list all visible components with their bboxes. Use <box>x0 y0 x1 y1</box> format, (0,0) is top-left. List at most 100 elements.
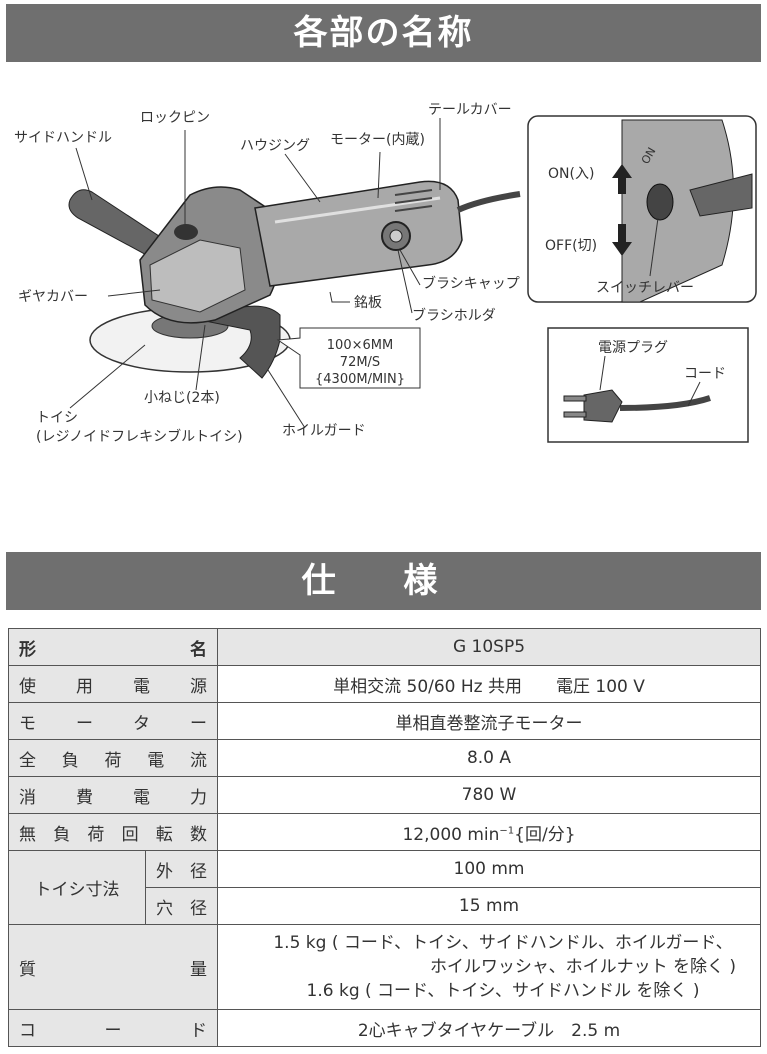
spec-label-char: ー <box>104 1020 122 1041</box>
spec-label-char: 負 <box>53 824 71 845</box>
spec-label-char: 無 <box>19 824 36 845</box>
spec-label-char: 数 <box>189 824 207 845</box>
spec-label-char: ー <box>76 713 93 734</box>
switch-inset-cord <box>689 173 753 217</box>
wheel-spec-line1: 100×6MM <box>327 338 393 353</box>
spec-value: 780 W <box>217 776 761 814</box>
down-arrow-icon <box>612 224 632 256</box>
spec-label: 形名 <box>8 628 218 666</box>
spec-label-char: 径 <box>190 898 207 919</box>
label-cord: コード <box>684 366 726 382</box>
spec-label-char: 荷 <box>104 750 122 771</box>
spec-row-model: 形名 G 10SP5 <box>8 628 761 666</box>
housing-stripe <box>274 196 441 224</box>
spec-row-wheel-outer: トイシ寸法 外径 100 mm <box>8 850 761 925</box>
label-gear-cover: ギヤカバー <box>18 289 88 305</box>
spec-label-char: 形 <box>19 639 36 660</box>
spec-label-char: 量 <box>190 959 207 980</box>
lock-pin-shape <box>174 224 198 240</box>
spec-label: モーター <box>8 702 218 740</box>
label-wheel-line2: (レジノイドフレキシブルトイシ) <box>36 428 243 445</box>
spec-value: 単相交流 50/60 Hz 共用 電圧 100 V <box>217 665 761 703</box>
spec-label-char: 力 <box>190 787 207 808</box>
cord-shape <box>456 191 521 213</box>
spec-label-char: 名 <box>190 639 207 660</box>
spec-label-char: 電 <box>133 787 150 808</box>
label-motor: モーター(内蔵) <box>330 132 425 148</box>
label-power-plug: 電源プラグ <box>598 340 668 356</box>
spec-row-power: 使用電源 単相交流 50/60 Hz 共用 電圧 100 V <box>8 665 761 703</box>
spec-label-char: 流 <box>190 750 207 771</box>
label-wheel-guard: ホイルガード <box>282 423 366 439</box>
spec-label-char: 負 <box>61 750 79 771</box>
wheel-spec-box <box>276 327 421 389</box>
label-nameplate: 銘板 <box>354 295 382 311</box>
label-brush-holder: ブラシホルダ <box>412 307 496 324</box>
spec-label: 全負荷電流 <box>8 739 218 777</box>
spec-label-char: モ <box>19 713 36 734</box>
spec-label-char: ド <box>190 1020 207 1041</box>
label-housing: ハウジング <box>240 138 310 154</box>
plug-leader <box>599 355 606 391</box>
spec-label: 消費電力 <box>8 776 218 814</box>
spec-label: 無負荷回転数 <box>8 813 218 851</box>
label-wheel-line1: トイシ <box>36 410 78 426</box>
switch-lever-leader <box>649 217 659 277</box>
spec-label-char: 電 <box>133 676 150 697</box>
label-tail-cover: テールカバー <box>428 102 512 118</box>
spec-label-char: ー <box>190 713 207 734</box>
label-lock-pin: ロックピン <box>140 110 210 126</box>
spec-value: 100 mm <box>217 850 761 888</box>
spec-label-char: 荷 <box>87 824 105 845</box>
spec-value: G 10SP5 <box>217 628 761 666</box>
spec-label-char: 全 <box>19 750 36 771</box>
label-switch-lever: スイッチレバー <box>596 280 694 296</box>
spec-value: 12,000 min−1{回/分} <box>217 813 761 851</box>
spec-row-mass: 質 量 1.5 kg ( コード、トイシ、サイドハンドル、ホイルガード、 ホイルワ… <box>8 924 761 1010</box>
label-small-screw: 小ねじ(2本) <box>144 390 220 406</box>
spec-section-title: 仕 様 <box>6 552 761 610</box>
spec-label-char: 源 <box>190 676 207 697</box>
brush-cap-center <box>389 229 403 243</box>
spec-label-wheel-size: トイシ寸法 <box>8 850 146 925</box>
up-arrow-icon <box>612 164 632 194</box>
spec-row-motor: モ ー タ ー 単相直巻整流子モーター <box>8 702 761 740</box>
plug-inset-box <box>547 327 749 443</box>
wheel-guard-shape <box>198 305 281 379</box>
parts-section-title: 各部の名称 <box>6 4 761 62</box>
spec-label-char: 費 <box>76 787 93 808</box>
spec-sublabel: 外径 <box>145 850 218 888</box>
spec-label-char: 消 <box>19 787 36 808</box>
grinder-parts-diagram: 100×6MM 72M/S {4300M/MIN} サイドハンドル ロックピン … <box>14 102 757 445</box>
motor-vents <box>394 189 433 212</box>
spec-label-char: 回 <box>121 824 139 845</box>
spec-label-char: 質 <box>19 959 36 980</box>
plug-prong-bottom <box>563 411 587 418</box>
spec-label-char: コ <box>19 1020 36 1041</box>
spec-row-consumption: 消 費 電 力 780 W <box>8 776 761 814</box>
spec-value: 2心キャブタイヤケーブル 2.5 m <box>217 1009 761 1047</box>
spec-label-char: 電 <box>147 750 165 771</box>
wheel-spec-line2: 72M/S <box>340 355 380 370</box>
spec-sublabel: 穴径 <box>145 887 218 925</box>
label-switch-on: ON(入) <box>548 166 594 182</box>
plug-prong-top <box>563 395 587 402</box>
spec-value: 15 mm <box>217 887 761 925</box>
spec-label-char: 穴 <box>156 898 173 919</box>
spec-label: 使用電源 <box>8 665 218 703</box>
spec-label-char: 径 <box>190 861 207 882</box>
spec-table: 形名 G 10SP5 使用電源 単相交流 50/60 Hz 共用 電圧 100 … <box>8 628 761 1047</box>
spec-value: 単相直巻整流子モーター <box>217 702 761 740</box>
spec-row-speed: 無負荷回転数 12,000 min−1{回/分} <box>8 813 761 851</box>
spec-row-cord: コ ー ド 2心キャブタイヤケーブル 2.5 m <box>8 1009 761 1047</box>
label-brush-cap: ブラシキャップ <box>422 275 520 292</box>
label-side-handle: サイドハンドル <box>14 130 112 146</box>
leader-lines <box>69 118 441 429</box>
spec-value-mass: 1.5 kg ( コード、トイシ、サイドハンドル、ホイルガード、 ホイルワッシャ… <box>217 924 761 1010</box>
wheel-spec-line3: {4300M/MIN} <box>315 372 405 387</box>
spec-label-char: 外 <box>156 861 173 882</box>
spec-label-char: タ <box>133 713 150 734</box>
spec-label-char: 使 <box>19 676 36 697</box>
spec-value: 8.0 A <box>217 739 761 777</box>
cord-leader <box>687 381 701 407</box>
